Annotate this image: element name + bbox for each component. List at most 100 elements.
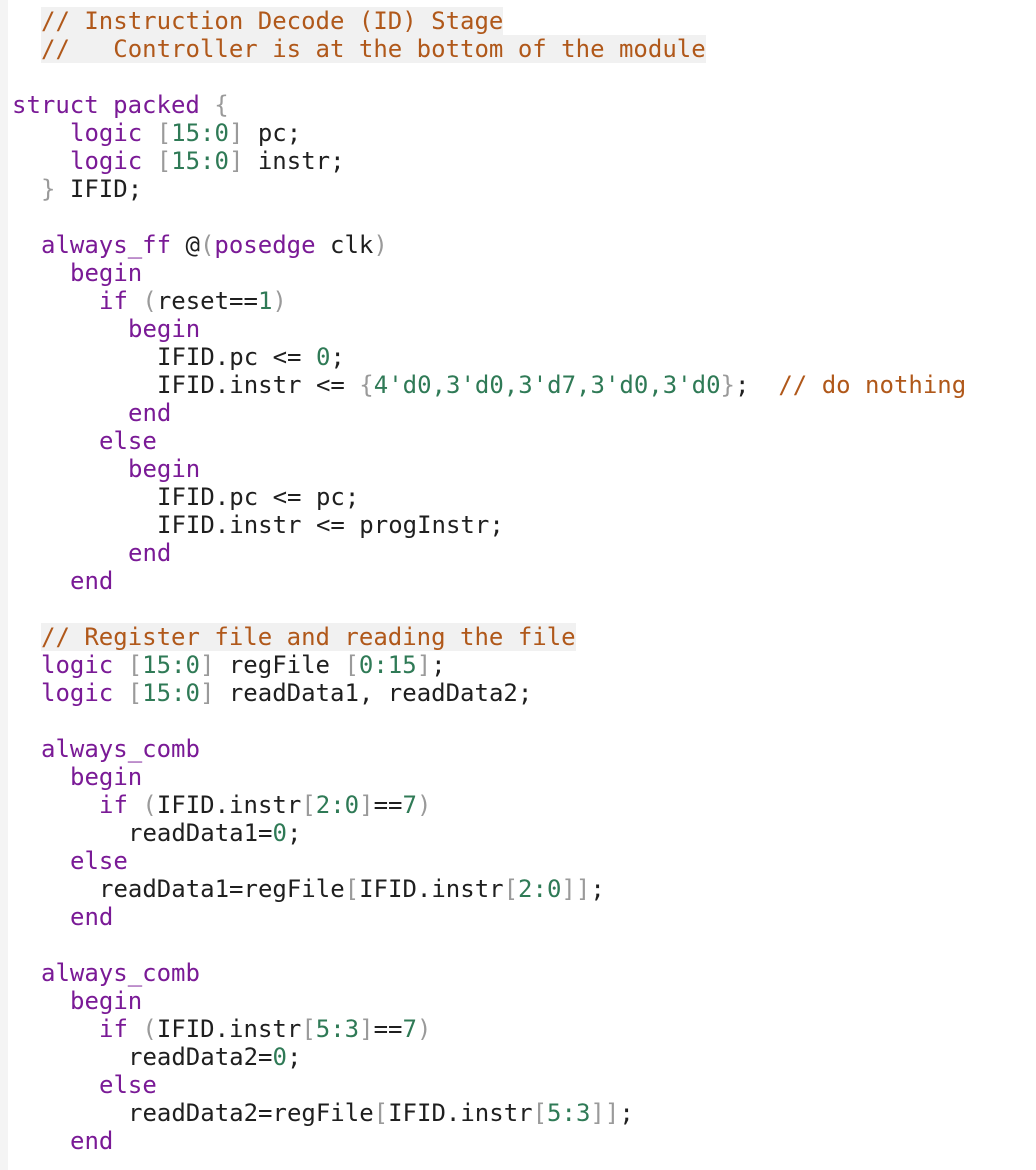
code-line: IFID.instr <= progInstr; <box>0 511 1036 539</box>
code-line <box>0 931 1036 959</box>
code-token: [ <box>344 875 360 903</box>
code-token: ) <box>272 287 287 315</box>
code-token: [ <box>344 651 359 679</box>
code-token: [ <box>532 1099 548 1127</box>
code-line: readData2=0; <box>0 1043 1036 1071</box>
code-token: ( <box>142 791 157 819</box>
code-token: ( <box>142 287 157 315</box>
code-token: 4'd0,3'd0,3'd7,3'd0,3'd0 <box>373 371 721 399</box>
code-token: if <box>99 287 143 315</box>
code-token: ]] <box>561 875 591 903</box>
code-token: logic <box>70 147 157 175</box>
code-token: IFID.instr <box>156 791 302 819</box>
code-token: [ <box>127 651 143 679</box>
code-line: end <box>0 567 1036 595</box>
code-token: IFID.instr <= progInstr; <box>157 511 504 539</box>
code-content[interactable]: // Instruction Decode (ID) Stage// Contr… <box>0 7 1036 1155</box>
code-token: { <box>214 91 229 119</box>
code-token: // Instruction Decode (ID) Stage <box>41 7 504 35</box>
code-token: 2:0 <box>315 791 360 819</box>
code-token: @ <box>185 231 200 259</box>
code-token: end <box>128 539 172 567</box>
code-line <box>0 595 1036 623</box>
code-token: // Controller is at the bottom of the mo… <box>41 35 706 63</box>
code-line: IFID.pc <= 0; <box>0 343 1036 371</box>
code-line: end <box>0 539 1036 567</box>
code-token: 0 <box>272 1043 287 1071</box>
code-token: ] <box>199 679 215 707</box>
code-token: 15:0 <box>171 119 229 147</box>
code-line: IFID.instr <= {4'd0,3'd0,3'd7,3'd0,3'd0}… <box>0 371 1036 399</box>
code-token: 5:3 <box>547 1099 591 1127</box>
code-token: // Register file and reading the file <box>41 623 576 651</box>
editor-gutter <box>0 0 8 1170</box>
code-token: ; <box>431 651 446 679</box>
code-line: logic [15:0] instr; <box>0 147 1036 175</box>
code-line: begin <box>0 259 1036 287</box>
code-token: [ <box>301 791 316 819</box>
code-token: ) <box>416 1015 432 1043</box>
code-token: ) <box>416 791 432 819</box>
code-line: begin <box>0 455 1036 483</box>
code-token: [ <box>503 875 519 903</box>
code-line: end <box>0 903 1036 931</box>
code-token: end <box>70 903 114 931</box>
code-line <box>0 203 1036 231</box>
code-token: ( <box>199 231 215 259</box>
code-token: ] <box>359 791 374 819</box>
code-token: [ <box>301 1015 316 1043</box>
code-token: IFID.instr <box>388 1099 533 1127</box>
code-token: ( <box>142 1015 157 1043</box>
code-line <box>0 707 1036 735</box>
code-token: ] <box>199 651 215 679</box>
code-token: 15:0 <box>142 679 200 707</box>
code-token: else <box>99 1071 157 1099</box>
code-token: end <box>70 1127 114 1155</box>
code-token: == <box>373 791 403 819</box>
code-line: IFID.pc <= pc; <box>0 483 1036 511</box>
code-token: begin <box>128 455 201 483</box>
code-line: readData1=regFile[IFID.instr[2:0]]; <box>0 875 1036 903</box>
code-token: always_ff <box>41 231 186 259</box>
code-token: readData2=regFile <box>128 1099 374 1127</box>
code-token: logic <box>41 679 128 707</box>
code-token: { <box>359 371 374 399</box>
code-token: == <box>373 1015 403 1043</box>
code-token: ]] <box>590 1099 620 1127</box>
code-token: ) <box>373 231 388 259</box>
code-token: always_comb <box>41 959 200 987</box>
code-line: else <box>0 427 1036 455</box>
code-line: end <box>0 399 1036 427</box>
code-line <box>0 63 1036 91</box>
code-token: IFID.pc <= pc; <box>157 483 360 511</box>
code-token: readData1= <box>128 819 273 847</box>
code-token: readData1=regFile <box>99 875 345 903</box>
code-token: clk <box>315 231 374 259</box>
code-token: [ <box>156 119 172 147</box>
code-token: 0 <box>315 343 331 371</box>
code-token: IFID.pc <= <box>157 343 316 371</box>
code-token: ] <box>228 147 244 175</box>
code-line: if (IFID.instr[5:3]==7) <box>0 1015 1036 1043</box>
code-token: if <box>99 791 143 819</box>
code-token: struct packed <box>12 91 215 119</box>
code-token: begin <box>70 987 143 1015</box>
code-line: logic [15:0] regFile [0:15]; <box>0 651 1036 679</box>
code-token: ; <box>330 343 345 371</box>
code-token: ] <box>416 651 432 679</box>
code-token: [ <box>127 679 143 707</box>
code-token: instr; <box>243 147 345 175</box>
code-token: ; <box>286 1043 302 1071</box>
code-line: if (reset==1) <box>0 287 1036 315</box>
code-token: IFID.instr <box>156 1015 302 1043</box>
code-token: end <box>70 567 114 595</box>
code-line: logic [15:0] pc; <box>0 119 1036 147</box>
code-token: ] <box>228 119 244 147</box>
code-line: begin <box>0 987 1036 1015</box>
code-token: } <box>41 175 56 203</box>
code-line: else <box>0 1071 1036 1099</box>
code-line: else <box>0 847 1036 875</box>
code-token: posedge <box>214 231 316 259</box>
code-token: reset== <box>156 287 258 315</box>
